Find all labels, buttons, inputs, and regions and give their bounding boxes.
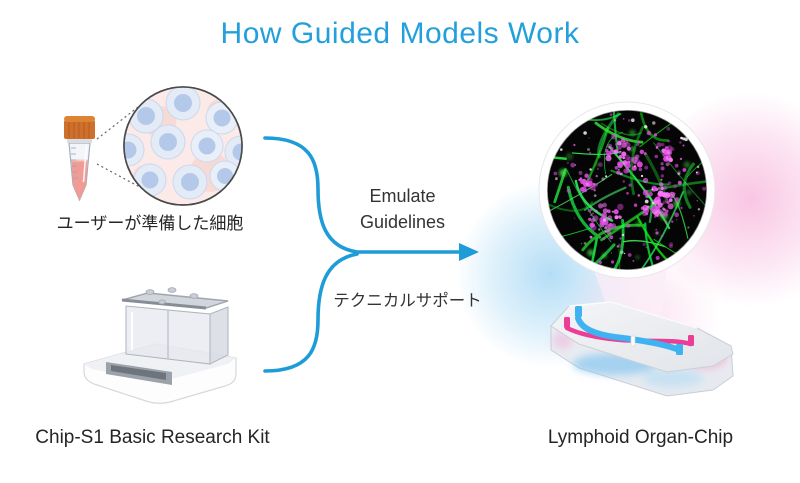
cells [124,87,242,200]
fluorescence-inset [538,101,716,335]
user-cells-label: ユーザーが準備した細胞 [56,214,244,233]
converging-flow-arrow [263,136,479,373]
lymphoid-organ-chip-label: Lymphoid Organ-Chip [547,427,734,448]
chip-center-tab [630,335,636,347]
chip-s1-device-icon [83,287,237,404]
flow-curve-top [263,136,463,254]
page-title: How Guided Models Work [220,17,580,50]
technical-support-label: テクニカルサポート [333,292,482,310]
organ-chip-icon [550,301,734,397]
reservoir-box [121,287,229,365]
fluorescence-micrograph [547,110,707,270]
conical-tube-icon [64,116,95,202]
user-cells-illustration [64,86,243,206]
lid-ports [145,287,199,305]
arrowhead [459,243,479,261]
cells-magnifier-icon [123,86,243,206]
chip-s1-kit-label: Chip-S1 Basic Research Kit [35,427,270,448]
emulate-guidelines-label: Emulate Guidelines [359,186,446,233]
blue-channel [575,306,683,355]
flow-curve-bottom [263,252,359,373]
